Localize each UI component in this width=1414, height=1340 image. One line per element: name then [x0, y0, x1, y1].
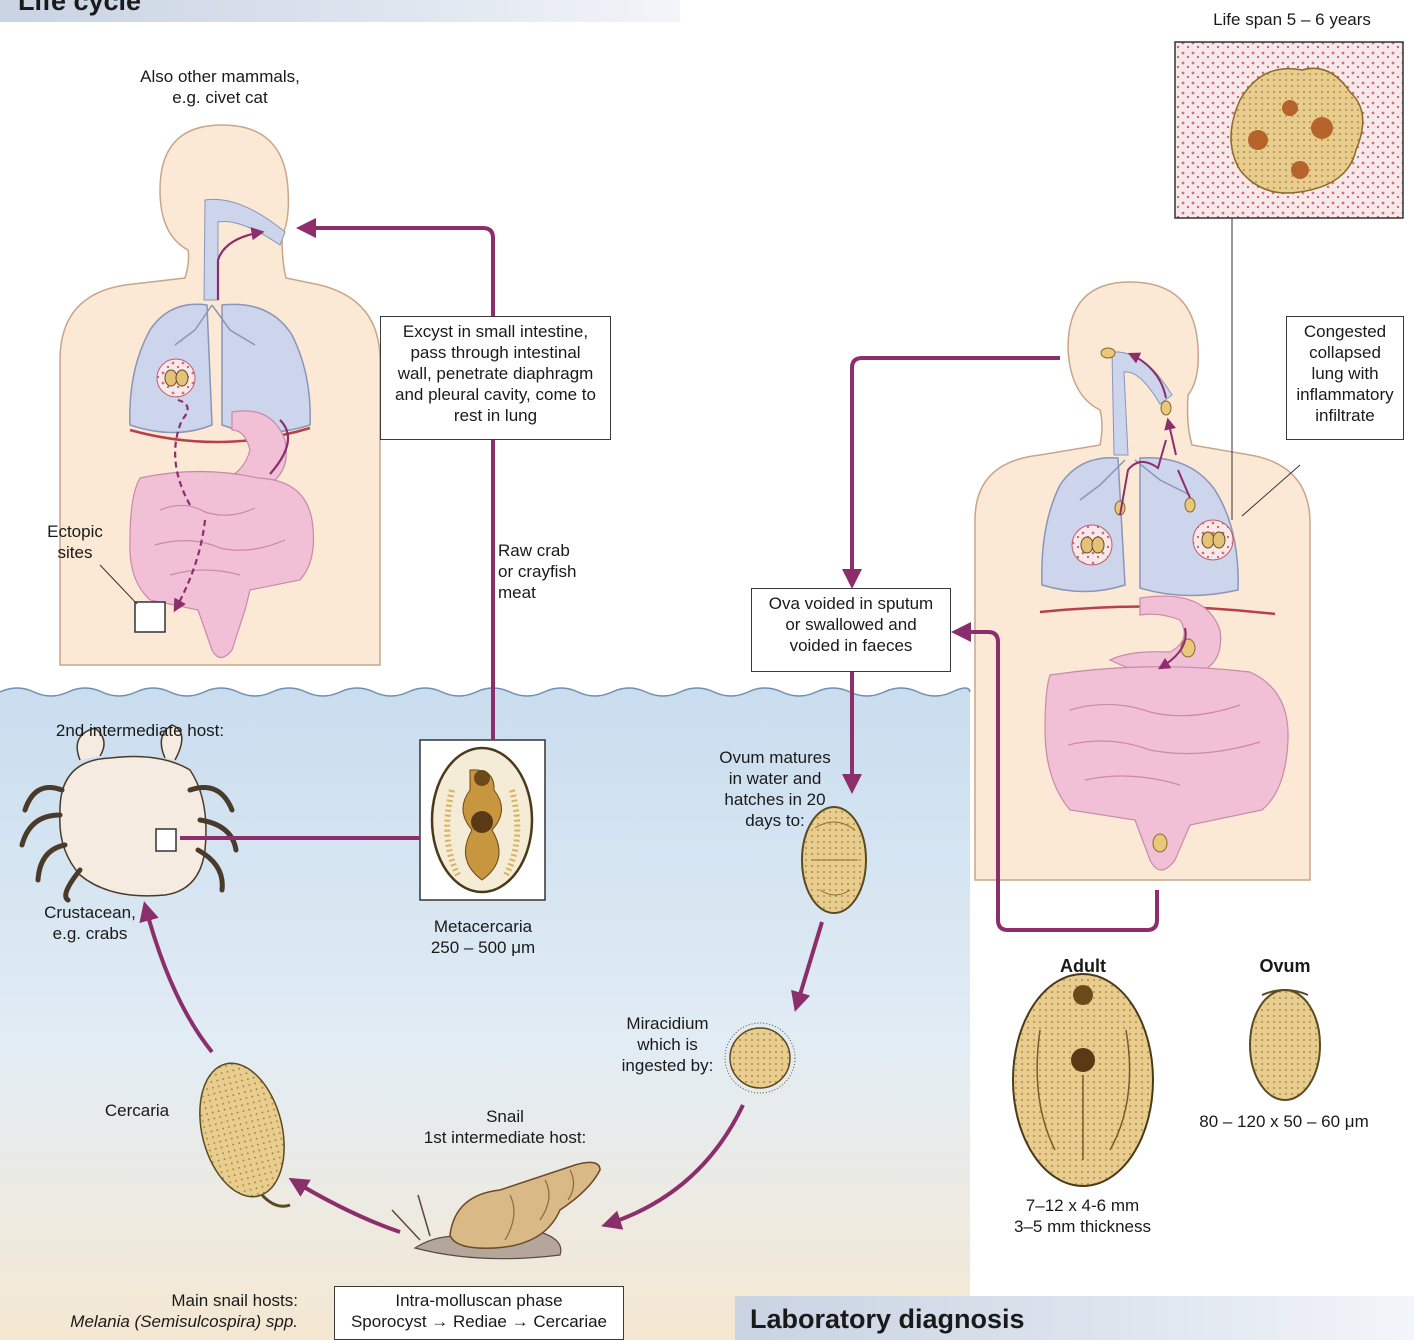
ovum-size-label: 80 – 120 x 50 – 60 μm	[1188, 1111, 1380, 1132]
human-figure-left	[60, 125, 380, 665]
excyst-box: Excyst in small intestine,pass through i…	[380, 316, 611, 440]
crab-muscle-marker	[156, 829, 176, 851]
cercaria-label: Cercaria	[92, 1100, 182, 1121]
second-host-label: 2nd intermediate host:	[20, 720, 260, 741]
adult-fluke	[1013, 974, 1153, 1186]
crustacean-label: Crustacean,e.g. crabs	[30, 902, 150, 944]
main-snail-hosts-label: Main snail hosts:Melania (Semisulcospira…	[40, 1290, 298, 1332]
life-span-label: Life span 5 – 6 years	[1190, 9, 1394, 30]
human-figure-right	[975, 218, 1310, 880]
other-mammals-label: Also other mammals,e.g. civet cat	[110, 66, 330, 108]
life-cycle-header: Life cycle	[18, 0, 141, 17]
ovum-detail	[1250, 990, 1320, 1100]
metacercaria-inset	[420, 740, 545, 900]
lab-diagnosis-header: Laboratory diagnosis	[750, 1304, 1025, 1335]
miracidium	[730, 1028, 790, 1088]
lung-tissue-inset	[1175, 42, 1403, 218]
ovum-title: Ovum	[1235, 956, 1335, 977]
ectopic-site-marker	[135, 602, 165, 632]
adult-title: Adult	[1033, 956, 1133, 977]
